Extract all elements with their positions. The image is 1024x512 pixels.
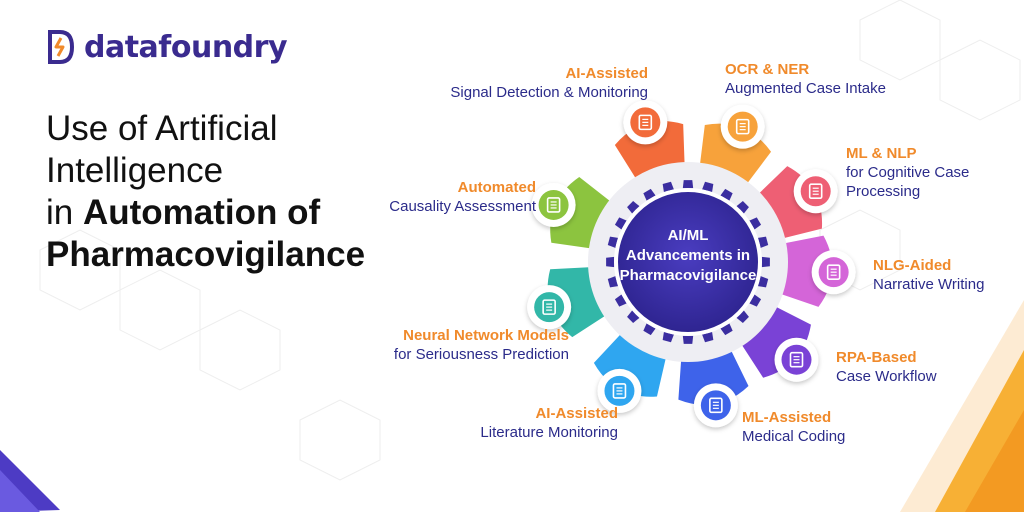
badge-rpa-based	[774, 337, 819, 382]
title-line-3: in Automation of	[46, 193, 321, 232]
badge-ml-nlp	[793, 169, 838, 214]
title-line-2: Intelligence	[46, 151, 224, 190]
badge-ocr-ner	[720, 104, 765, 149]
hub-line-1: AI/ML	[667, 227, 709, 244]
segment-nlg-aided	[774, 235, 833, 307]
badge-signal-detection	[623, 100, 668, 145]
badges-group	[527, 100, 856, 428]
badge-causality-assessment	[531, 182, 576, 227]
brand-name: datafoundry	[84, 29, 288, 65]
hub-circle	[614, 188, 762, 336]
badge-ml-assisted	[693, 383, 738, 428]
title-line-1: Use of Artificial	[46, 109, 278, 148]
hub-label: AI/ML Advancements in Pharmacovigilance	[612, 226, 764, 286]
datafoundry-logo-icon	[48, 30, 75, 64]
brand-logo: datafoundry	[46, 28, 288, 66]
badge-nlg-aided	[811, 250, 856, 295]
hub-line-2: Advancements in	[625, 247, 751, 264]
page-title: Use of Artificial Intelligence in Automa…	[46, 108, 365, 276]
badge-neural-network	[527, 285, 572, 330]
hub-gear-teeth	[606, 180, 770, 344]
title-line-4: Pharmacovigilance	[46, 235, 366, 274]
hub-line-3: Pharmacovigilance	[619, 267, 757, 284]
badge-literature-monitoring	[597, 368, 642, 413]
